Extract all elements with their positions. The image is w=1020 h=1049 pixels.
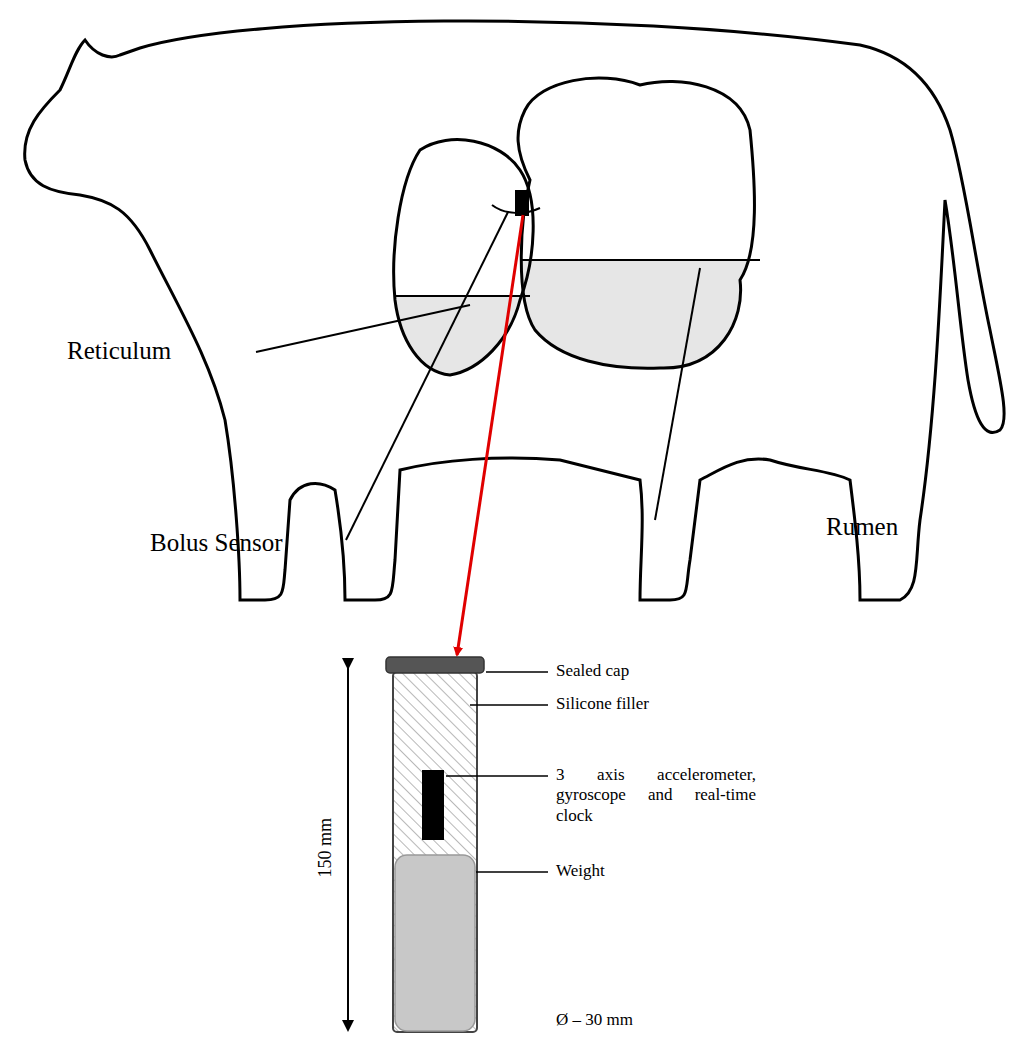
dimension-label: 150 mm	[315, 818, 337, 878]
leader-line	[476, 871, 548, 873]
weight	[395, 855, 475, 1031]
organ-label: Reticulum	[67, 336, 171, 366]
leader-line	[486, 671, 548, 673]
part-label: Sealed cap	[556, 661, 629, 681]
zoom-arrow	[457, 215, 523, 655]
leader-line	[470, 704, 548, 706]
rumen-fluid-line	[520, 259, 760, 261]
reticulum-outline	[394, 140, 533, 375]
dimension-label: Ø – 30 mm	[556, 1010, 633, 1030]
sensor-module	[422, 770, 444, 840]
leader-line	[446, 775, 548, 777]
cow-outline	[25, 21, 1004, 600]
part-label: Bolus Sensor	[150, 528, 283, 558]
leader-line	[346, 212, 508, 540]
leader-line	[655, 268, 700, 520]
dimension-arrow	[347, 668, 349, 1030]
part-label: Silicone filler	[556, 694, 649, 714]
rumen-fluid	[500, 260, 770, 380]
part-label: 3 axis accelerometer, gyroscope and real…	[556, 765, 756, 826]
bolus-body	[393, 672, 477, 1032]
leader-line	[256, 305, 470, 352]
organ-label: Rumen	[826, 512, 898, 542]
rumen-outline	[518, 78, 754, 368]
part-label: Weight	[556, 861, 605, 881]
bolus-sensor-icon	[515, 190, 529, 216]
sealed-cap	[386, 657, 484, 673]
